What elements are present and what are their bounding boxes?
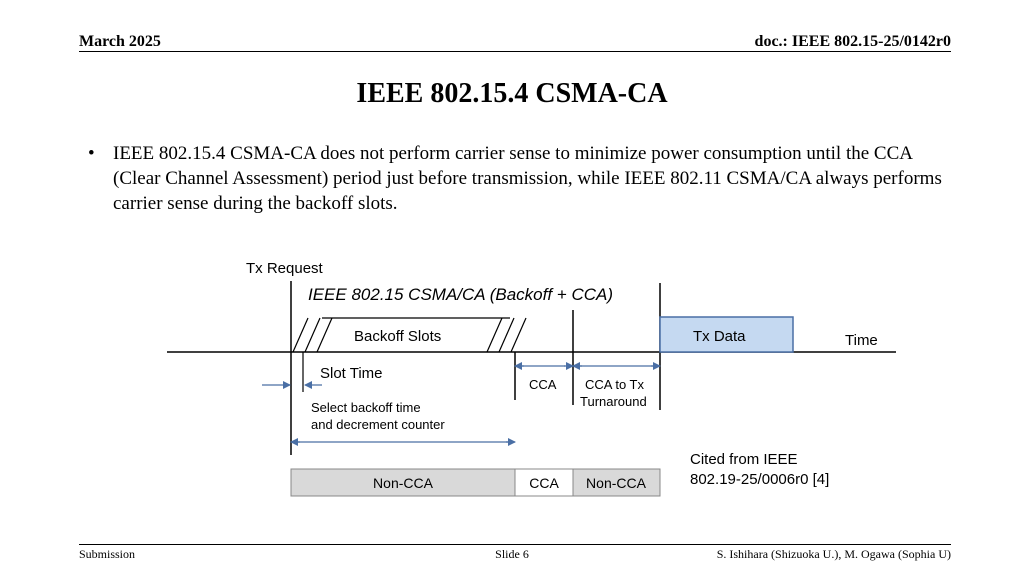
slot-hatch [486,317,503,353]
slide-title: IEEE 802.15.4 CSMA-CA [356,78,668,109]
footer-authors: S. Ishihara (Shizuoka U.), M. Ogawa (Sop… [716,547,951,561]
cca-label: CCA [529,377,557,392]
footer-rule [79,544,951,545]
tx-data-label: Tx Data [693,328,746,345]
bar-non-cca-2-label: Non-CCA [586,475,647,491]
citation-line1: Cited from IEEE [690,451,798,468]
header-doc-id: doc.: IEEE 802.15-25/0142r0 [754,33,951,50]
header-date: March 2025 [79,33,161,50]
select-backoff-line2: and decrement counter [311,417,445,432]
slot-time-label: Slot Time [320,365,383,382]
citation: Cited from IEEE 802.19-25/0006r0 [4] [690,450,829,490]
slot-hatch [498,317,515,353]
bar-non-cca-2 [572,468,661,497]
header-rule [79,51,951,52]
bar-non-cca-1-label: Non-CCA [373,475,434,491]
bullet-item: • IEEE 802.15.4 CSMA-CA does not perform… [88,141,948,216]
time-label: Time [845,332,878,349]
slot-hatch [316,317,333,353]
slot-hatch [510,317,527,353]
bar-cca-label: CCA [529,475,559,491]
tx-request-label: Tx Request [246,260,324,277]
diagram-heading: IEEE 802.15 CSMA/CA (Backoff + CCA) [308,285,613,304]
tx-data-box [659,316,794,353]
backoff-slots-label: Backoff Slots [354,328,441,345]
bullet-text: IEEE 802.15.4 CSMA-CA does not perform c… [113,143,942,214]
turnaround-label-line2: Turnaround [580,394,647,409]
bullet-dot-icon: • [88,143,95,164]
turnaround-label-line1: CCA to Tx [585,377,645,392]
footer-slide-number: Slide 6 [495,547,529,561]
slot-hatch [292,317,309,353]
slot-hatch [304,317,321,353]
footer-submission: Submission [79,547,136,561]
select-backoff-line1: Select backoff time [311,400,421,415]
citation-line2: 802.19-25/0006r0 [4] [690,471,830,488]
